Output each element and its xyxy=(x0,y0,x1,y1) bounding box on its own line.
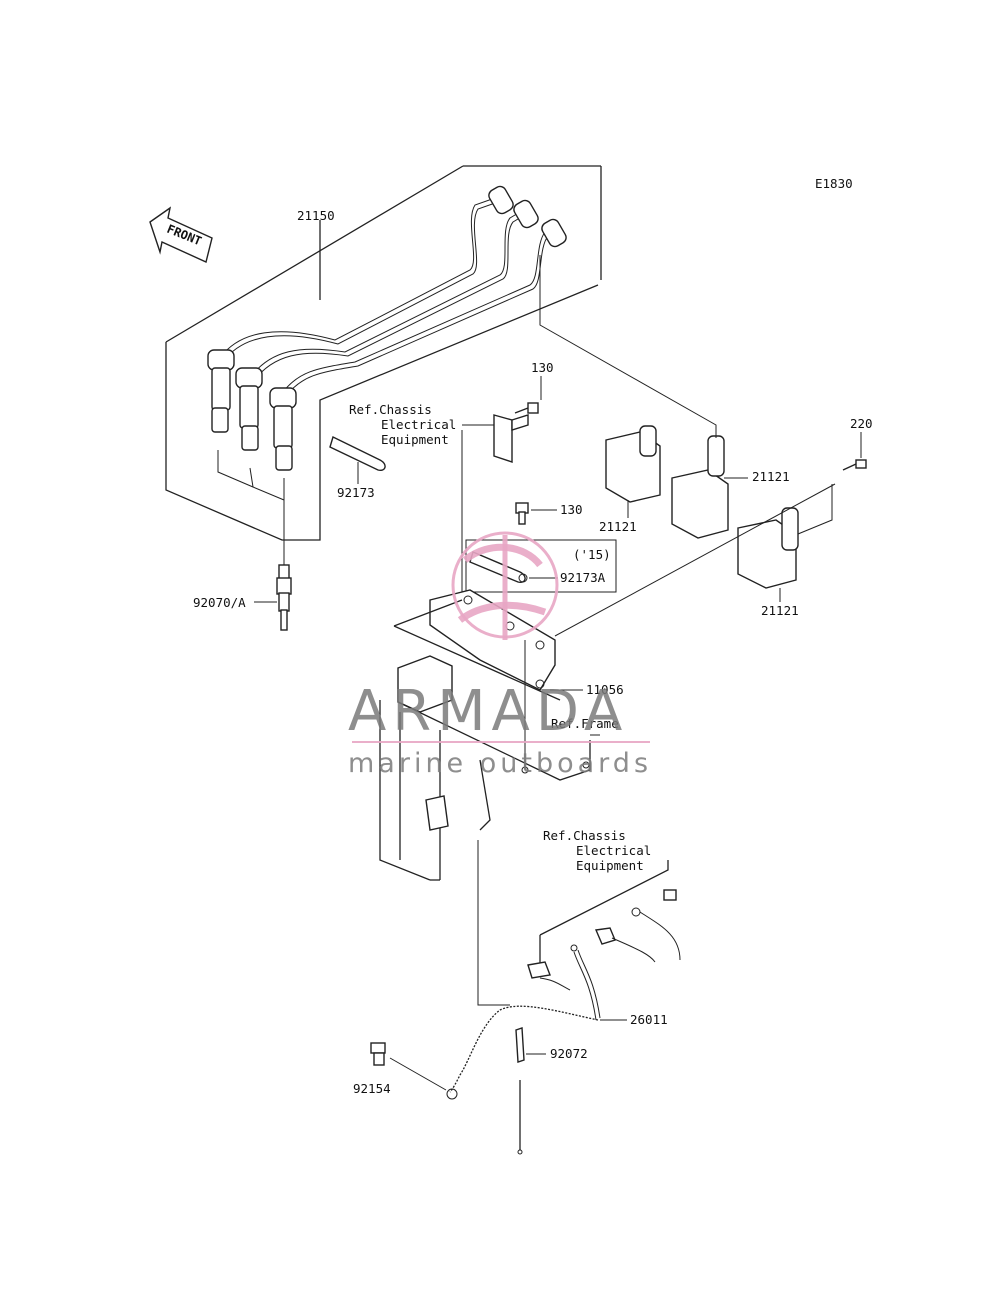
ref-chassis-bottom-line3: Equipment xyxy=(576,858,644,873)
ignition-lead-group-box xyxy=(165,165,602,541)
bolt-220 xyxy=(842,432,867,471)
ignition-coil-1 xyxy=(605,425,661,518)
strap-92173 xyxy=(329,436,386,484)
label-11056: 11056 xyxy=(586,682,624,697)
ref-chassis-bottom-line1: Ref.Chassis xyxy=(543,828,626,843)
ref-chassis-top-line3: Equipment xyxy=(381,432,449,447)
label-21121-a: 21121 xyxy=(599,519,637,534)
ground-cable-area xyxy=(477,840,681,1021)
front-arrow-icon: FRONT xyxy=(149,206,213,263)
ignition-coil-2 xyxy=(671,435,748,539)
label-21121-b: 21121 xyxy=(752,469,790,484)
label-130-top: 130 xyxy=(531,360,554,375)
watermark-tagline: marine outboards xyxy=(348,748,652,779)
label-130-mid: 130 xyxy=(560,502,583,517)
label-92173a: 92173A xyxy=(560,570,606,585)
bolt-92154 xyxy=(370,1042,447,1091)
battery-cable-26011 xyxy=(446,1005,599,1100)
bolt-130-mid xyxy=(515,502,557,525)
ignition-leads xyxy=(207,185,567,565)
label-220: 220 xyxy=(850,416,873,431)
label-26011: 26011 xyxy=(630,1012,668,1027)
label-92173: 92173 xyxy=(337,485,375,500)
ignition-coil-3 xyxy=(737,507,799,602)
diagram-code: E1830 xyxy=(815,176,853,191)
label-92072: 92072 xyxy=(550,1046,588,1061)
label-92154: 92154 xyxy=(353,1081,391,1096)
armada-logo-icon xyxy=(451,531,559,640)
label-year-15: ('15) xyxy=(573,547,611,562)
mounting-bracket-top xyxy=(461,414,529,595)
ref-frame: Ref.Frame xyxy=(551,716,619,731)
label-92070a: 92070/A xyxy=(193,595,246,610)
cable-tie-92072 xyxy=(515,1027,546,1155)
label-21121-c: 21121 xyxy=(761,603,799,618)
ref-chassis-top-line2: Electrical xyxy=(381,417,456,432)
bolt-130-top xyxy=(514,376,542,414)
ref-chassis-top-line1: Ref.Chassis xyxy=(349,402,432,417)
spark-plug xyxy=(254,564,292,631)
variant-box-15 xyxy=(465,539,617,593)
ref-chassis-bottom-line2: Electrical xyxy=(576,843,651,858)
label-21150: 21150 xyxy=(297,208,335,223)
watermark-brand: ARMADA xyxy=(348,679,628,744)
armada-watermark: ARMADA marine outboards xyxy=(348,531,652,779)
